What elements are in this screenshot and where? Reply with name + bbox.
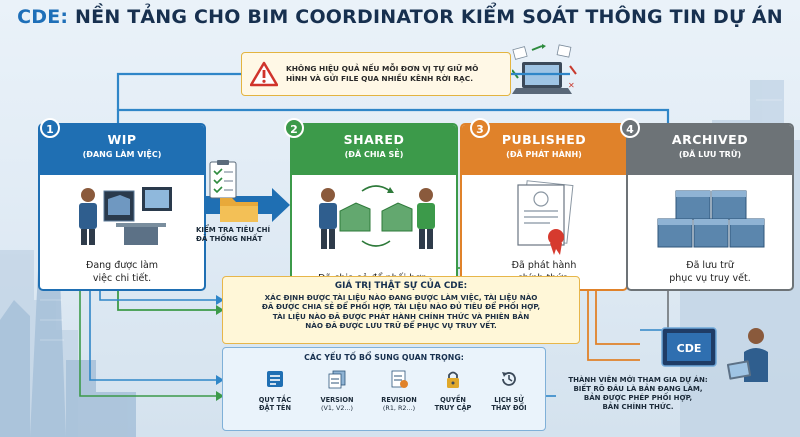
- warning-text: KHÔNG HIỆU QUẢ NẾU MỖI ĐƠN VỊ TỰ GIỮ MÔ …: [286, 64, 479, 83]
- stage-shared-name: SHARED: [343, 132, 405, 147]
- stage-published-number: 3: [470, 118, 490, 138]
- new-member-line3: BẢN ĐƯỢC PHÉP PHỐI HỢP,: [583, 394, 693, 403]
- extra-item-naming: QUY TẮC ĐẶT TÊN: [245, 369, 305, 412]
- stage-shared-subtitle: (ĐÃ CHIA SẺ): [344, 150, 404, 159]
- lock-icon: [447, 371, 459, 388]
- revision-doc-icon: [391, 370, 408, 388]
- stage-archived-desc-line1: Đã lưu trữ: [686, 260, 734, 272]
- new-member-line1: THÀNH VIÊN MỚI THAM GIA DỰ ÁN:: [568, 376, 708, 384]
- extra-revision-label1: REVISION: [381, 396, 417, 404]
- stage-archived: ARCHIVED (ĐÃ LƯU TRỮ) Đã lưu trữ phục vụ…: [626, 123, 794, 291]
- svg-text:✕: ✕: [568, 81, 575, 90]
- stage-published-desc-line1: Đã phát hành: [511, 260, 577, 272]
- additional-factors-panel: CÁC YẾU TỐ BỔ SUNG QUAN TRỌNG: QUY TẮC Đ…: [222, 347, 546, 431]
- stage-wip-number: 1: [40, 118, 60, 138]
- cde-value-callout: GIÁ TRỊ THẬT SỰ CỦA CDE: XÁC ĐỊNH ĐƯỢC T…: [222, 276, 580, 344]
- stage-published-header: PUBLISHED (ĐÃ PHÁT HÀNH): [462, 125, 626, 175]
- collaborators-sharing-icon: [319, 185, 435, 249]
- stage-shared-header: SHARED (ĐÃ CHIA SẺ): [292, 125, 456, 175]
- new-member-note: THÀNH VIÊN MỚI THAM GIA DỰ ÁN: BIẾT RÕ Đ…: [556, 376, 720, 412]
- checklist-label-line2: ĐÃ THỐNG NHẤT: [196, 235, 263, 244]
- extra-version-label1: VERSION: [320, 396, 354, 404]
- stage-archived-name: ARCHIVED: [671, 132, 749, 147]
- stage-archived-subtitle: (ĐÃ LƯU TRỮ): [678, 150, 742, 159]
- value-line4: NÀO ĐÃ ĐƯỢC LƯU TRỮ ĐỂ PHỤC VỤ TRUY VẾT.: [305, 321, 497, 331]
- extra-access-label1: QUYỀN: [440, 396, 466, 404]
- extra-history-label1: LỊCH SỬ: [494, 396, 524, 404]
- engineer-workstation-icon: [79, 187, 172, 245]
- warning-triangle-icon: [250, 61, 278, 87]
- stage-archived-number: 4: [620, 118, 640, 138]
- extras-title: CÁC YẾU TỐ BỔ SUNG QUAN TRỌNG:: [304, 353, 464, 362]
- extra-item-revision: REVISION (R1, R2...): [369, 369, 429, 412]
- value-line2: ĐÃ ĐƯỢC CHIA SẺ ĐỂ PHỐI HỢP, TÀI LIỆU NÀ…: [261, 302, 541, 312]
- extra-naming-label2: ĐẶT TÊN: [259, 404, 291, 413]
- extra-item-version: VERSION (V1, V2...): [307, 369, 367, 412]
- checklist-label-line1: KIỂM TRA TIÊU CHÍ: [196, 226, 271, 234]
- stage-published: PUBLISHED (ĐÃ PHÁT HÀNH) Đã phát hành ch…: [460, 123, 628, 291]
- stage-wip-name: WIP: [107, 132, 137, 147]
- title-main: NỀN TẢNG CHO BIM COORDINATOR KIỂM SOÁT T…: [75, 6, 783, 28]
- checklist-folder-icon: [209, 160, 258, 222]
- stage-published-subtitle: (ĐÃ PHÁT HÀNH): [506, 150, 582, 159]
- history-icon: [502, 372, 516, 386]
- cde-screen-label: CDE: [677, 342, 702, 355]
- value-line3: TÀI LIỆU NÀO ĐÃ ĐƯỢC PHÁT HÀNH CHÍNH THỨ…: [272, 311, 530, 321]
- page-title: CDE: NỀN TẢNG CHO BIM COORDINATOR KIỂM S…: [0, 6, 800, 28]
- extra-revision-sub: (R1, R2...): [382, 404, 416, 413]
- version-stack-icon: [328, 370, 346, 389]
- new-member-line4: BẢN CHÍNH THỨC.: [602, 403, 674, 412]
- archive-boxes-icon: [657, 190, 765, 248]
- extra-version-sub: (V1, V2...): [320, 404, 354, 413]
- extra-item-history: LỊCH SỬ THAY ĐỔI: [479, 369, 539, 412]
- extra-naming-label1: QUY TẮC: [258, 396, 292, 404]
- stage-shared: SHARED (ĐÃ CHIA SẺ) Đã chia sẻ để phối h…: [290, 123, 458, 291]
- extra-item-access: QUYỀN TRUY CẬP: [423, 369, 483, 412]
- title-prefix: CDE:: [17, 6, 69, 28]
- extra-history-label2: THAY ĐỔI: [491, 404, 527, 413]
- certified-document-icon: [517, 180, 574, 255]
- stage-shared-number: 2: [284, 118, 304, 138]
- extra-access-label2: TRUY CẬP: [434, 404, 472, 413]
- stage-archived-desc-line2: phục vụ truy vết.: [669, 272, 751, 284]
- new-member-cde-illustration: CDE: [661, 327, 768, 382]
- stage-published-name: PUBLISHED: [501, 132, 587, 147]
- stage-wip: WIP (ĐANG LÀM VIỆC) Đang được làm việc c…: [38, 123, 206, 291]
- stage-wip-header: WIP (ĐANG LÀM VIỆC): [40, 125, 204, 175]
- new-member-line2: BIẾT RÕ ĐÂU LÀ BẢN ĐANG LÀM,: [573, 385, 703, 394]
- naming-rule-icon: [267, 371, 283, 387]
- stage-wip-desc-line1: Đang được làm: [85, 260, 159, 272]
- stage-archived-header: ARCHIVED (ĐÃ LƯU TRỮ): [628, 125, 792, 175]
- checklist-label: KIỂM TRA TIÊU CHÍ ĐÃ THỐNG NHẤT: [196, 226, 288, 244]
- value-line1: XÁC ĐỊNH ĐƯỢC TÀI LIỆU NÀO ĐANG ĐƯỢC LÀM…: [264, 293, 538, 302]
- stage-wip-subtitle: (ĐANG LÀM VIỆC): [82, 150, 162, 159]
- stage-wip-desc-line2: việc chi tiết.: [92, 272, 152, 284]
- warning-callout: KHÔNG HIỆU QUẢ NẾU MỖI ĐƠN VỊ TỰ GIỮ MÔ …: [241, 52, 511, 96]
- value-title: GIÁ TRỊ THẬT SỰ CỦA CDE:: [334, 281, 468, 291]
